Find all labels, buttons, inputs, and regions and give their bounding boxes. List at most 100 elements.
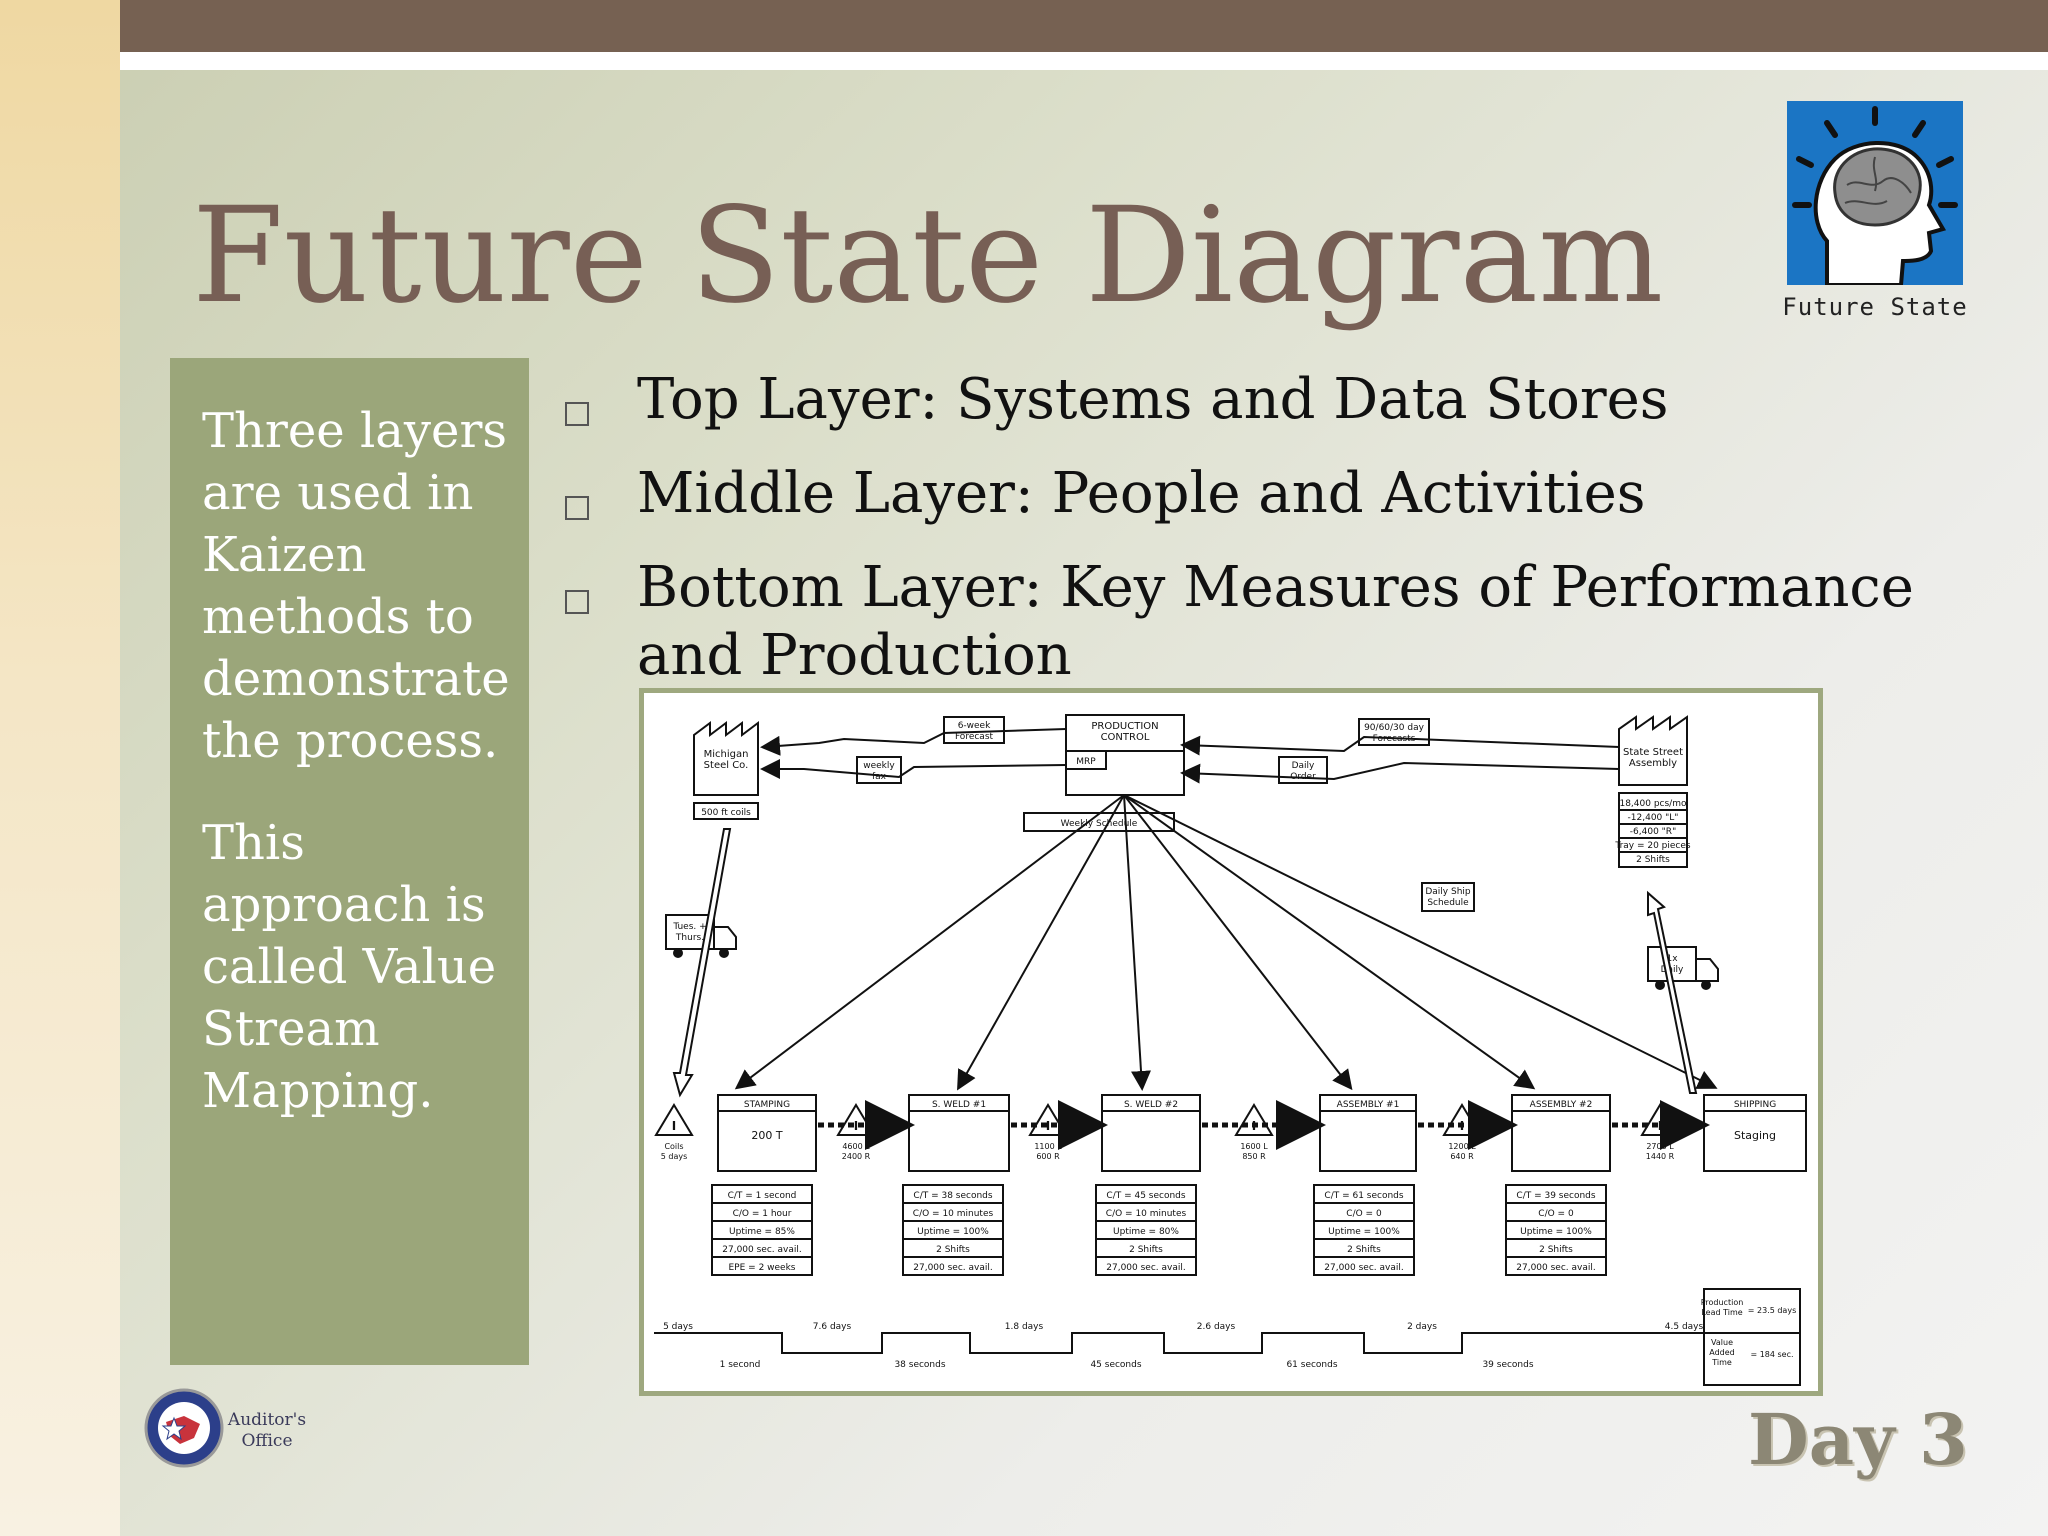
info-flow-forecast-customer	[1180, 735, 1620, 756]
forecast-customer-box	[1358, 718, 1430, 746]
timeline-days-label: 1.8 days	[1005, 1322, 1044, 1332]
info-flow-forecast-supplier	[760, 728, 1067, 756]
process-data-box	[1505, 1184, 1607, 1276]
process-data-text: EPE = 2 weeks	[729, 1263, 796, 1273]
customer-data-text: 18,400 pcs/mo	[1619, 799, 1687, 809]
supplier-label: Steel Co.	[704, 760, 749, 771]
timeline-line	[654, 1332, 1704, 1354]
process-box	[1511, 1094, 1611, 1172]
mrp-box	[1065, 750, 1107, 770]
timeline-time-label: 61 seconds	[1286, 1360, 1337, 1370]
customer-label: Assembly	[1629, 758, 1677, 769]
bullet-item: Bottom Layer: Key Measures of Performanc…	[565, 554, 2005, 690]
process-data-text: C/T = 1 second	[728, 1191, 797, 1201]
value-added-value: = 184 sec.	[1750, 1350, 1793, 1359]
process-data-box	[902, 1184, 1004, 1276]
inventory-label: Coils	[664, 1142, 683, 1151]
truck-in-icon-label: Tues. +	[672, 922, 706, 932]
process-data-box	[711, 1184, 813, 1276]
weekly-schedule-label: Weekly Schedule	[1061, 819, 1138, 829]
bullet-list: Top Layer: Systems and Data Stores Middl…	[565, 366, 2005, 716]
logo-text-line1: Auditor's	[227, 1410, 307, 1430]
timeline-days-label: 2.6 days	[1197, 1322, 1236, 1332]
process-data-box	[1313, 1184, 1415, 1276]
truck-out-icon-label: Daily	[1661, 965, 1684, 975]
inventory-label: 1200 L	[1448, 1142, 1476, 1151]
value-added-label: Added	[1709, 1348, 1735, 1357]
process-data-text: 2 Shifts	[936, 1245, 970, 1255]
checkbox-bullet-icon	[565, 496, 589, 520]
process-inner-label: Staging	[1734, 1129, 1776, 1142]
inventory-label: 1100 L	[1034, 1142, 1062, 1151]
inventory-label: 4600 L	[842, 1142, 870, 1151]
timeline-time-label: 45 seconds	[1090, 1360, 1141, 1370]
process-name: ASSEMBLY #1	[1337, 1100, 1400, 1110]
inventory-label: 600 R	[1036, 1152, 1060, 1161]
value-added-label: Value	[1711, 1338, 1733, 1347]
info-flow-daily-order	[1180, 761, 1620, 784]
value-added-label: Time	[1711, 1358, 1732, 1367]
sidebar-paragraph-1: Three layers are used in Kaizen methods …	[202, 403, 510, 769]
bullet-text: Middle Layer: People and Activities	[637, 461, 1646, 526]
lead-time-value: = 23.5 days	[1748, 1306, 1796, 1315]
customer-data-text: -6,400 "R"	[1630, 827, 1676, 837]
inventory-label: 1440 R	[1646, 1152, 1675, 1161]
auditors-office-seal-icon	[144, 1388, 224, 1468]
lead-time-label: Lead Time	[1701, 1308, 1742, 1317]
process-inner-label: 200 T	[751, 1129, 782, 1142]
truck-in-icon-wheel	[719, 948, 729, 958]
bullet-text: Bottom Layer: Key Measures of Performanc…	[637, 555, 1914, 688]
process-data-text: C/O = 0	[1538, 1209, 1574, 1219]
sidebar-text: Three layers are used in Kaizen methods …	[202, 400, 522, 1162]
left-decor-strip	[0, 0, 120, 1536]
process-data-text: 27,000 sec. avail.	[722, 1245, 801, 1255]
supplier-factory-icon	[693, 721, 759, 796]
truck-in-icon-cab	[713, 926, 737, 950]
process-name: ASSEMBLY #2	[1530, 1100, 1593, 1110]
timeline-days-label: 7.6 days	[813, 1322, 852, 1332]
inventory-label: 850 R	[1242, 1152, 1266, 1161]
checkbox-bullet-icon	[565, 402, 589, 426]
truck-out-icon-wheel	[1655, 980, 1665, 990]
top-white-band	[120, 52, 2048, 70]
process-data-text: C/T = 39 seconds	[1516, 1191, 1595, 1201]
forecast-supplier-label: 6-week	[958, 721, 991, 731]
supplier-note-box	[693, 802, 759, 820]
future-state-head-icon	[1787, 101, 1963, 287]
process-data-text: 2 Shifts	[1347, 1245, 1381, 1255]
process-data-text: Uptime = 100%	[1328, 1227, 1400, 1237]
process-data-text: 27,000 sec. avail.	[913, 1263, 992, 1273]
process-box	[1319, 1094, 1417, 1172]
inventory-i-label: I	[1046, 1119, 1050, 1133]
inventory-label: 2700 L	[1646, 1142, 1674, 1151]
inventory-triangle-icon	[654, 1103, 694, 1136]
inventory-label: 5 days	[661, 1152, 688, 1161]
timeline-days-label: 2 days	[1407, 1322, 1437, 1332]
process-data-text: 27,000 sec. avail.	[1324, 1263, 1403, 1273]
inventory-label: 1600 L	[1240, 1142, 1268, 1151]
process-data-text: 27,000 sec. avail.	[1516, 1263, 1595, 1273]
checkbox-bullet-icon	[565, 590, 589, 614]
daily-order-label: Daily	[1292, 761, 1315, 771]
supplier-label: Michigan	[704, 749, 749, 760]
process-data-text: Uptime = 100%	[917, 1227, 989, 1237]
timeline-time-label: 38 seconds	[894, 1360, 945, 1370]
process-data-box	[1095, 1184, 1197, 1276]
schedule-arrow	[1123, 794, 1353, 1091]
truck-out-icon-cab	[1695, 958, 1719, 982]
schedule-arrow	[1123, 794, 1536, 1090]
shipment-arrow-out	[1647, 890, 1698, 1094]
process-data-text: C/O = 10 minutes	[913, 1209, 994, 1219]
truck-out-icon-wheel	[1701, 980, 1711, 990]
timeline-time-label: 39 seconds	[1482, 1360, 1533, 1370]
bullet-item: Middle Layer: People and Activities	[565, 460, 2005, 528]
slide-title: Future State Diagram	[192, 179, 1664, 333]
process-name: S. WELD #2	[1124, 1100, 1178, 1110]
customer-data-text: Tray = 20 pieces	[1614, 841, 1691, 851]
inventory-i-label: I	[1658, 1119, 1662, 1133]
process-data-text: 27,000 sec. avail.	[1106, 1263, 1185, 1273]
day-label: Day 3	[1748, 1398, 1968, 1481]
production-control-label: PRODUCTION	[1091, 721, 1158, 732]
process-data-text: C/T = 61 seconds	[1324, 1191, 1403, 1201]
